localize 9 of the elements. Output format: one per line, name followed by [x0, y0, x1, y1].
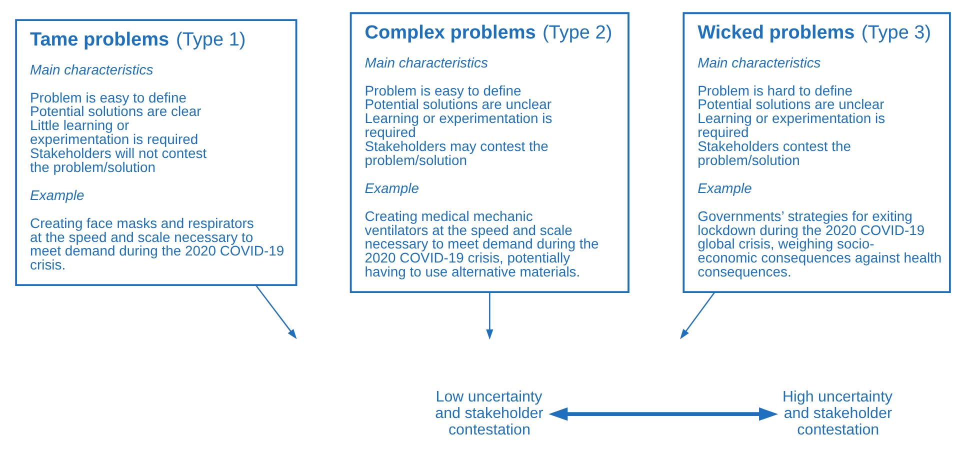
node-text: High uncertainty and stakeholder contestation — [782, 388, 892, 438]
node-box: Complex problems (Type 2) Main characteristics Problem is easy to define Potential solutions are unclear Learning or experimentation is required Stakeholders may contest the problem/solution Example Creating medical mechanic ventilators at the speed and scale necessary to meet demand during the 2020 COVID-19 crisis, potentially having to use alternative materials. — [349, 12, 629, 294]
arrow — [486, 292, 493, 340]
arrow — [255, 285, 296, 340]
node-box: Tame problems (Type 1) Main characteristics Problem is easy to define Potential solutions are clear Little learning or experimentation is required Stakeholders will not contest the problem/solution Example Creating face masks and respirators at the speed and scale necessary to meet demand during the 2020 COVID-19 crisis. — [14, 19, 297, 286]
arrow — [548, 407, 778, 421]
node-box: Wicked problems (Type 3) Main characteristics Problem is hard to define Potential solutions are unclear Learning or experimentation is required Stakeholders contest the problem/solution Example Governments’ strategies for exiting lockdown during the 2020 COVID-19 global crisis, weighing socio-economic consequences against health consequences. — [682, 12, 950, 294]
arrow — [680, 292, 715, 340]
node-text: Low uncertainty and stakeholder contestation — [434, 388, 543, 438]
